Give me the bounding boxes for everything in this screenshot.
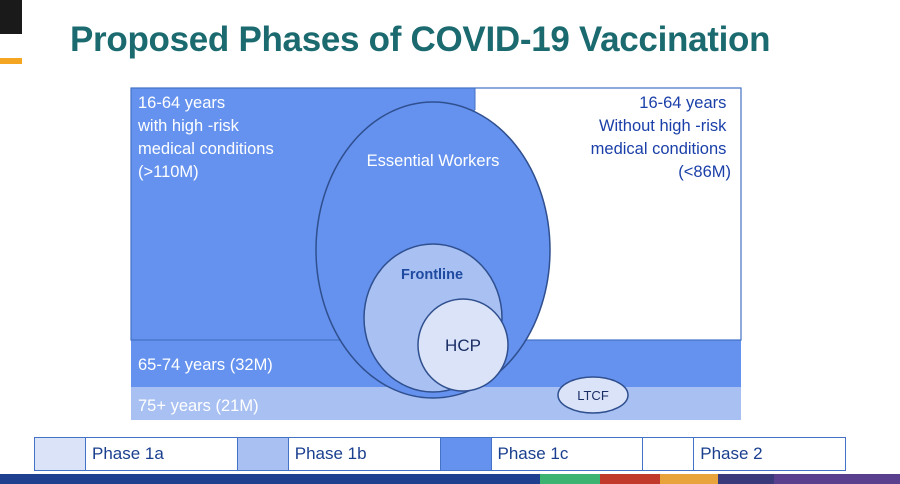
legend-item-phase-2: Phase 2	[643, 438, 845, 470]
footer-segment	[0, 474, 430, 484]
no-high-risk-label: 16-64 years Without high -risk medical c…	[591, 94, 731, 181]
footer-segment	[774, 474, 900, 484]
legend-swatch-phase-1a	[35, 438, 86, 470]
footer-segment	[600, 474, 660, 484]
legend-item-phase-1a: Phase 1a	[35, 438, 238, 470]
essential-workers-label: Essential Workers	[367, 152, 500, 170]
legend-label-phase-1b: Phase 1b	[294, 444, 367, 463]
legend-swatch-phase-1b	[237, 438, 289, 470]
legend-label-phase-2: Phase 2	[700, 444, 763, 463]
age-75-plus-label: 75+ years (21M)	[138, 397, 259, 415]
legend-item-phase-1c: Phase 1c	[440, 438, 644, 470]
age-65-74-label: 65-74 years (32M)	[138, 356, 273, 374]
corner-accent	[0, 58, 22, 64]
legend-swatch-phase-2	[643, 438, 695, 470]
frontline-label: Frontline	[401, 267, 463, 283]
legend-swatch-phase-1c	[440, 438, 492, 470]
high-risk-label: 16-64 years with high -risk medical cond…	[137, 94, 278, 181]
page-title: Proposed Phases of COVID-19 Vaccination	[70, 20, 771, 59]
footer-segment	[718, 474, 774, 484]
ltcf-label: LTCF	[577, 388, 609, 403]
footer-segment	[430, 474, 540, 484]
hcp-circle	[417, 298, 509, 392]
hcp-label: HCP	[445, 336, 481, 355]
footer-color-bar	[0, 474, 900, 484]
phase-legend: Phase 1a Phase 1b Phase 1c Phase 2	[34, 437, 846, 471]
legend-label-phase-1c: Phase 1c	[497, 444, 569, 463]
legend-label-phase-1a: Phase 1a	[92, 444, 164, 463]
footer-segment	[660, 474, 718, 484]
legend-item-phase-1b: Phase 1b	[237, 438, 441, 470]
ltcf-circle	[557, 376, 629, 414]
footer-segment	[540, 474, 600, 484]
corner-bar	[0, 0, 22, 34]
